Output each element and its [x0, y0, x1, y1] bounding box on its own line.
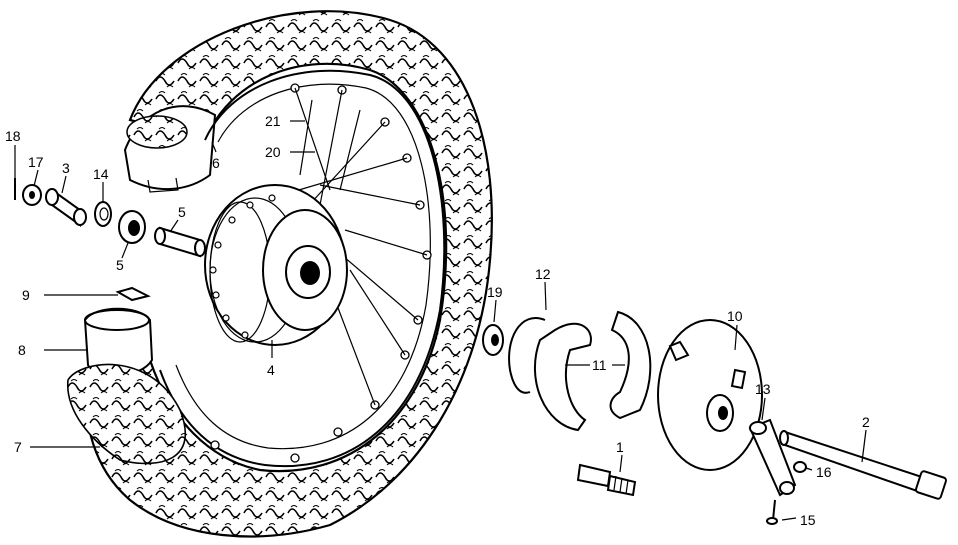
label-part-6: 6 — [212, 155, 220, 171]
label-part-3: 3 — [62, 160, 70, 176]
label-part-11: 11 — [592, 357, 607, 373]
axle — [779, 430, 947, 500]
label-part-5-bearing: 5 — [116, 257, 124, 273]
left-axle-components — [14, 178, 206, 258]
label-part-21: 21 — [265, 113, 281, 129]
speedometer-gear-fitting — [576, 463, 637, 497]
label-part-9: 9 — [22, 287, 30, 303]
label-part-7: 7 — [14, 439, 22, 455]
label-part-8: 8 — [18, 342, 26, 358]
rim — [159, 69, 446, 468]
label-part-4: 4 — [267, 362, 275, 378]
hub — [204, 184, 348, 346]
tire — [85, 10, 493, 538]
label-part-1: 1 — [616, 439, 624, 455]
label-part-12: 12 — [535, 266, 551, 282]
label-part-15: 15 — [800, 512, 816, 528]
label-part-2: 2 — [862, 414, 870, 430]
label-part-10: 10 — [727, 308, 743, 324]
spoke-nipples — [210, 83, 432, 463]
label-part-19: 19 — [487, 284, 503, 300]
label-part-16: 16 — [816, 464, 832, 480]
brake-shoes — [533, 310, 652, 432]
label-part-17: 17 — [28, 154, 44, 170]
label-part-14: 14 — [93, 166, 109, 182]
spokes — [264, 87, 428, 406]
nut-16 — [793, 461, 807, 473]
bearing-19 — [482, 324, 504, 356]
brake-panel — [657, 319, 763, 471]
label-part-20: 20 — [265, 144, 281, 160]
bolt-15 — [766, 499, 778, 525]
leader-lines — [14, 120, 867, 521]
brake-spring — [508, 317, 546, 394]
part-number-labels: 18 17 3 14 5 5 6 9 8 7 21 20 4 19 12 11 … — [5, 113, 870, 528]
brake-arm — [748, 418, 797, 497]
tube-and-rimband — [67, 286, 187, 465]
label-part-18: 18 — [5, 128, 21, 144]
label-part-5-sleeve: 5 — [178, 204, 186, 220]
label-part-13: 13 — [755, 381, 771, 397]
